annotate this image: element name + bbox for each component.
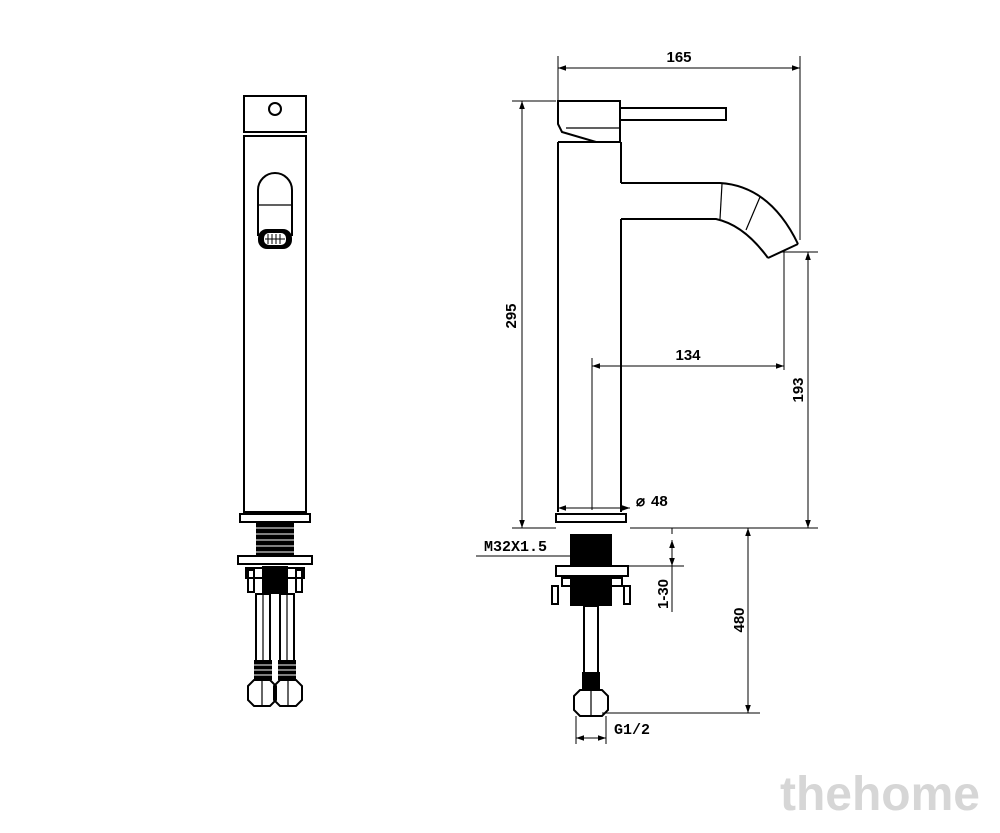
dim-hose-length: 480 (731, 607, 748, 632)
dim-mount-thickness: 1-30 (655, 579, 672, 609)
spout-opening (257, 172, 293, 236)
hex-nut-icon (247, 679, 277, 707)
dim-height: 295 (503, 303, 520, 328)
threaded-stud-side (570, 534, 612, 566)
dim-spout-height: 193 (790, 377, 807, 402)
hex-nut-icon (573, 689, 609, 717)
side-view (551, 100, 799, 717)
handle-screw-icon (268, 102, 282, 116)
hex-nut-icon (273, 679, 303, 707)
body-front (243, 135, 307, 513)
spout-side (621, 182, 799, 245)
handle-lever (619, 107, 727, 121)
dim-spout-reach: 134 (675, 347, 701, 364)
handle-front (243, 95, 307, 133)
watermark-logo: thehome (779, 768, 980, 821)
threaded-stud-front (256, 522, 294, 556)
dim-thread: M32X1.5 (484, 539, 547, 556)
base-flange-front (239, 513, 311, 523)
front-view (237, 95, 313, 707)
dim-overall-width: 165 (666, 49, 691, 66)
dimensions: 165 295 134 193 ⌀ 48 M32X1.5 1-30 480 (476, 49, 818, 744)
handle-side (557, 100, 621, 143)
dim-connection: G1/2 (614, 722, 650, 739)
diameter-symbol: ⌀ (636, 493, 645, 510)
dim-base-diameter: 48 (651, 493, 668, 510)
